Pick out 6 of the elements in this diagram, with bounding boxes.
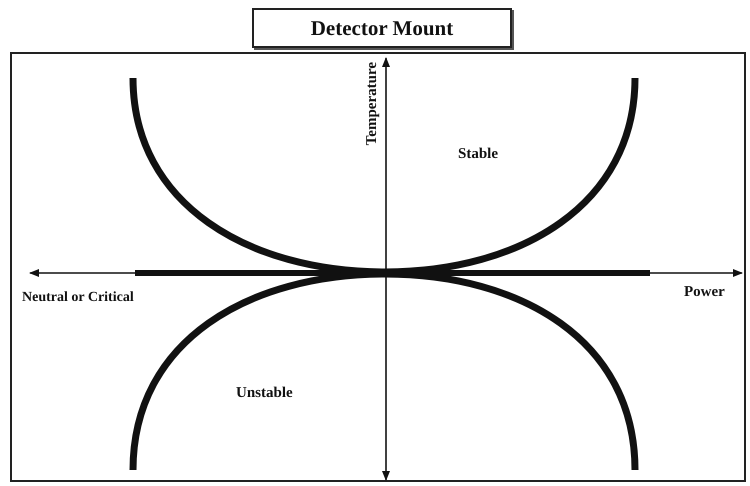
- title: Detector Mount: [252, 8, 512, 48]
- axis-label: Neutral or Critical: [22, 290, 135, 306]
- region-label: Stable: [458, 146, 498, 163]
- region-label: Unstable: [236, 385, 293, 402]
- axis-label: Power: [684, 284, 725, 301]
- axis-label: Temperature: [364, 62, 381, 146]
